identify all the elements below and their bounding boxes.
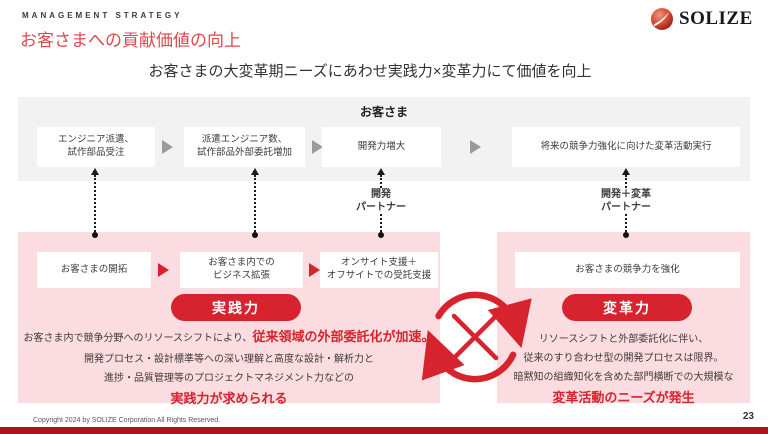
line-end-dot bbox=[92, 232, 98, 238]
page-title: お客さまへの貢献価値の向上 bbox=[20, 31, 241, 50]
right-triangle-arrow-icon bbox=[162, 140, 173, 154]
customer-step-box: 将来の競争力強化に向けた変革活動実行 bbox=[512, 127, 740, 167]
customer-band-title: お客さま bbox=[359, 105, 408, 119]
customer-band: お客さま エンジニア派遣、 試作部品受注 派遣エンジニア数、 試作部品外部委託増… bbox=[18, 97, 750, 181]
solize-logo: SOLIZE bbox=[650, 7, 753, 31]
development-change-partner-label: 開発＋変革 パートナー bbox=[582, 188, 670, 214]
right-triangle-arrow-icon bbox=[158, 263, 169, 277]
dotted-line bbox=[94, 175, 96, 232]
footer-red-bar bbox=[0, 427, 768, 434]
description-emphasis: 変革活動のニーズが発生 bbox=[552, 390, 695, 405]
up-arrowhead bbox=[91, 168, 99, 175]
dotted-up-arrow-icon bbox=[251, 168, 259, 238]
description-line: 進捗・品質管理等のプロジェクトマネジメント力などの bbox=[104, 373, 354, 384]
eyebrow-label: MANAGEMENT STRATEGY bbox=[22, 11, 183, 20]
description-line: リソースシフトと外部委託化に伴い、 bbox=[538, 334, 709, 345]
practice-panel: お客さまの開拓 お客さま内での ビジネス拡張 オンサイト支援＋ オフサイトでの受… bbox=[18, 232, 440, 406]
right-triangle-arrow-icon bbox=[309, 263, 320, 277]
description-emphasis: 従来領域の外部委託化が加速。 bbox=[252, 329, 435, 344]
customer-step-box: 派遣エンジニア数、 試作部品外部委託増加 bbox=[184, 127, 305, 167]
description-line: 開発プロセス・設計標準等への深い理解と高度な設計・解析力と bbox=[84, 354, 374, 365]
copyright-text: Copyright 2024 by SOLIZE Corporation All… bbox=[33, 417, 221, 424]
description-emphasis: 実践力が求められる bbox=[170, 391, 288, 406]
line-end-dot bbox=[623, 232, 629, 238]
description-text: お客さま内で競争分野へのリソースシフトにより、 bbox=[23, 333, 253, 344]
development-partner-label: 開発 パートナー bbox=[341, 188, 421, 214]
change-step-box: お客さまの競争力を強化 bbox=[515, 252, 740, 288]
customer-step-box: 開発力増大 bbox=[322, 127, 441, 167]
solize-sphere-icon bbox=[651, 8, 673, 30]
line-end-dot bbox=[252, 232, 258, 238]
customer-step-box: エンジニア派遣、 試作部品受注 bbox=[37, 127, 155, 167]
description-line: 従来のすり合わせ型の開発プロセスは限界。 bbox=[523, 353, 724, 364]
change-description: リソースシフトと外部委託化に伴い、 従来のすり合わせ型の開発プロセスは限界。 暗… bbox=[497, 330, 750, 406]
right-triangle-arrow-icon bbox=[312, 140, 323, 154]
up-arrowhead bbox=[622, 168, 630, 175]
practice-step-box: お客さまの開拓 bbox=[37, 252, 151, 288]
dotted-line bbox=[254, 175, 256, 232]
practice-description: お客さま内で競争分野へのリソースシフトにより、従来領域の外部委託化が加速。 開発… bbox=[18, 326, 440, 407]
right-triangle-arrow-icon bbox=[470, 140, 481, 154]
change-badge: 変革力 bbox=[562, 294, 692, 321]
up-arrowhead bbox=[377, 168, 385, 175]
change-panel: お客さまの競争力を強化 変革力 リソースシフトと外部委託化に伴い、 従来のすり合… bbox=[497, 232, 750, 406]
line-end-dot bbox=[378, 232, 384, 238]
practice-badge: 実践力 bbox=[171, 294, 301, 321]
logo-text: SOLIZE bbox=[679, 8, 753, 29]
up-arrowhead bbox=[251, 168, 259, 175]
dotted-up-arrow-icon bbox=[91, 168, 99, 238]
page-number: 23 bbox=[742, 411, 754, 422]
slide-subtitle: お客さまの大変革期ニーズにあわせ実践力×変革力にて価値を向上 bbox=[148, 63, 592, 80]
description-line: 暗黙知の組織知化を含めた部門横断での大規模な bbox=[513, 372, 734, 383]
practice-step-box: オンサイト支援＋ オフサイトでの受託支援 bbox=[320, 252, 438, 288]
description-line: お客さま内で競争分野へのリソースシフトにより、従来領域の外部委託化が加速。 bbox=[18, 326, 440, 346]
cycle-multiply-icon bbox=[421, 291, 532, 383]
practice-step-box: お客さま内での ビジネス拡張 bbox=[180, 252, 303, 288]
